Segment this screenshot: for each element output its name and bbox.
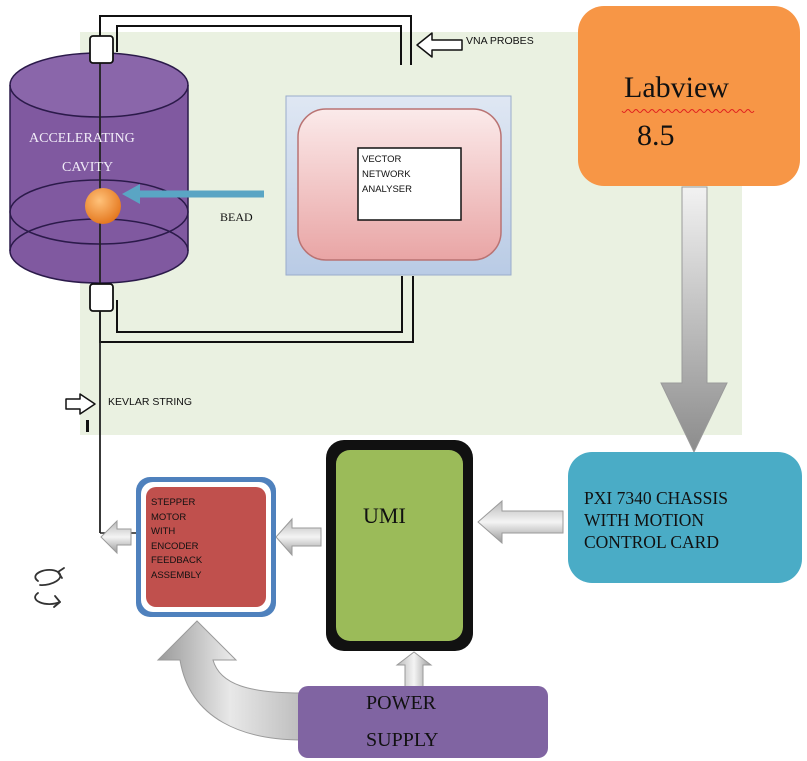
- pxi-chassis-box: [568, 452, 802, 583]
- pxi-label: PXI 7340 CHASSIS WITH MOTION CONTROL CAR…: [584, 487, 728, 553]
- pxi-label-line2: WITH MOTION: [584, 510, 705, 530]
- kevlar-string-arrow: [65, 393, 96, 415]
- labview-version: 8.5: [637, 119, 675, 152]
- bottom-probe-connector: [89, 283, 114, 312]
- power-supply-box: [298, 686, 548, 758]
- motor-label-line4: ENCODER: [151, 540, 199, 552]
- power-supply-line1: POWER: [366, 692, 436, 714]
- top-probe-connector: [89, 35, 114, 64]
- power-supply-line2: SUPPLY: [366, 729, 439, 751]
- pxi-label-line1: PXI 7340 CHASSIS: [584, 488, 728, 508]
- umi-box: [336, 450, 463, 641]
- vna-label-line1: VECTOR: [362, 154, 402, 165]
- bead: [85, 188, 121, 224]
- vna-label-line2: NETWORK: [362, 169, 411, 180]
- kevlar-string-label: KEVLAR STRING: [108, 396, 193, 408]
- pxi-label-line3: CONTROL CARD: [584, 532, 719, 552]
- umi-label: UMI: [363, 503, 406, 528]
- labview-box: [578, 6, 800, 186]
- labview-to-pxi-arrow: [660, 186, 728, 454]
- pxi-to-umi-arrow: [477, 499, 564, 545]
- motor-label-line1: STEPPER: [151, 497, 196, 508]
- stepper-motor-box: [146, 487, 266, 607]
- motor-label: STEPPER MOTOR WITH ENCODER FEEDBACK ASSE…: [151, 496, 202, 583]
- umi-to-motor-arrow: [275, 517, 322, 557]
- vna-label-line3: ANALYSER: [362, 184, 412, 195]
- power-to-motor-arrow: [156, 620, 303, 741]
- motor-label-line5: FEEDBACK: [151, 555, 203, 566]
- labview-spellcheck-underline: [621, 109, 755, 113]
- motor-label-line6: ASSEMBLY: [151, 569, 202, 581]
- accelerating-cavity: [9, 52, 189, 284]
- labview-title: Labview: [624, 71, 729, 104]
- bead-label: BEAD: [220, 210, 253, 224]
- cavity-label-line1: ACCELERATING: [29, 131, 135, 146]
- vna-probes-arrow: [416, 32, 463, 58]
- cavity-label-line2: CAVITY: [62, 160, 114, 175]
- motor-label-line3: WITH: [151, 526, 176, 537]
- motor-to-string-arrow: [100, 519, 132, 555]
- kevlar-marker: [86, 420, 89, 432]
- vna-probes-label: VNA PROBES: [466, 35, 534, 47]
- bead-pointer-arrow: [122, 184, 264, 204]
- vna-label: VECTOR NETWORK ANALYSER: [362, 152, 458, 197]
- power-to-umi-arrow: [395, 651, 433, 691]
- vector-network-analyser: [285, 95, 512, 276]
- rotation-icon: [34, 567, 65, 608]
- motor-label-line2: MOTOR: [151, 511, 187, 523]
